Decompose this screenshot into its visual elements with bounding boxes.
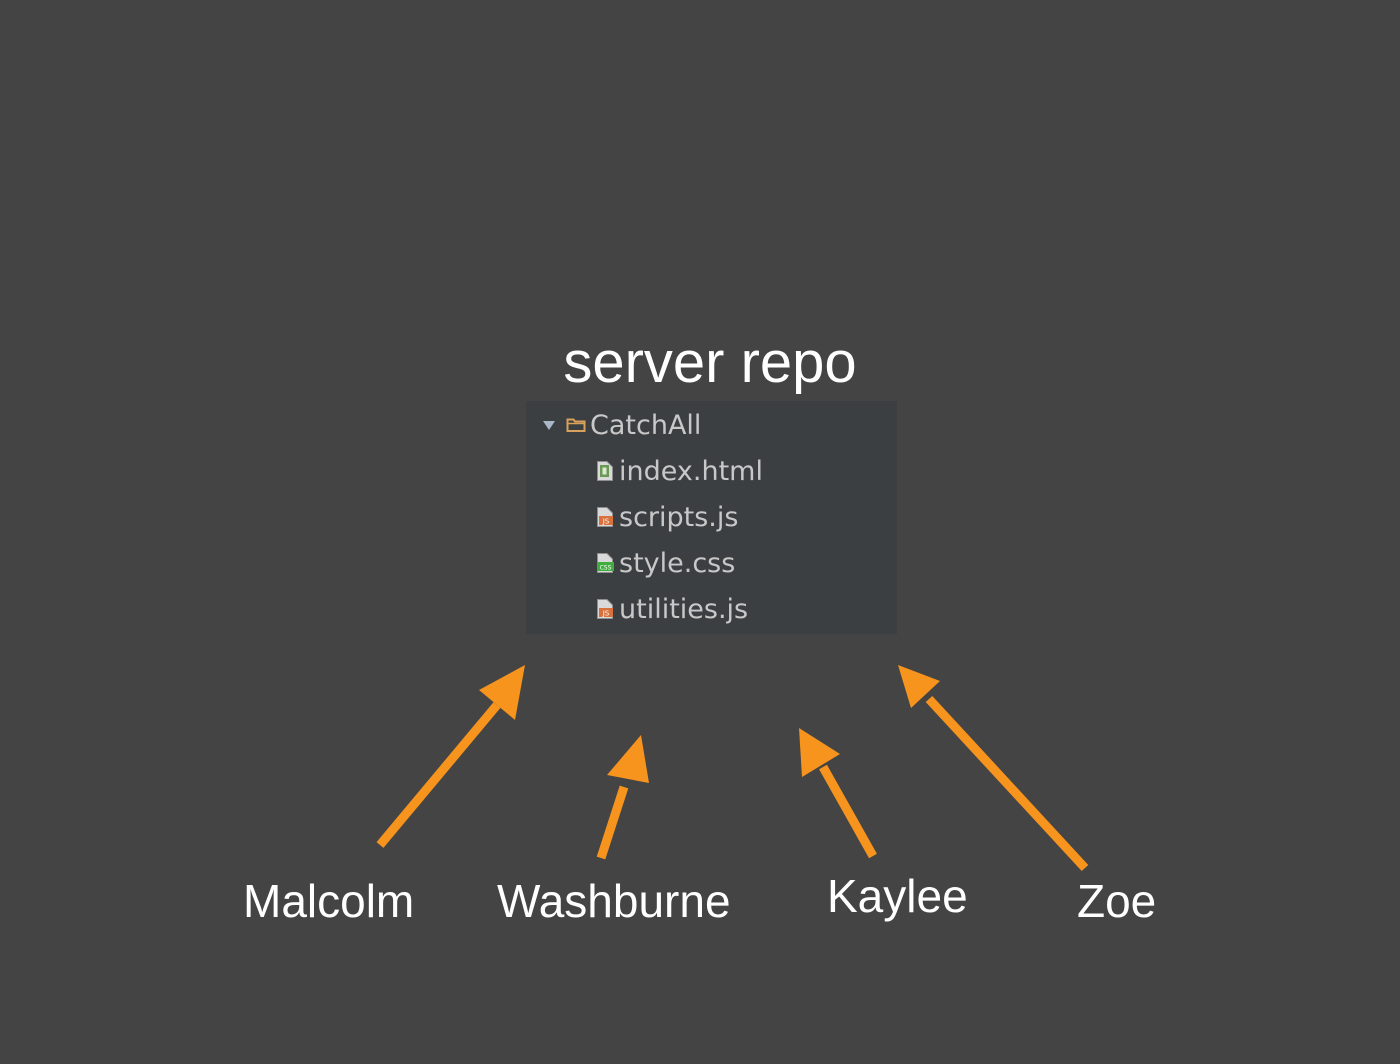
file-name: scripts.js (619, 501, 739, 533)
js-file-icon: JS (597, 599, 613, 619)
css-file-icon: CSS (597, 553, 614, 573)
project-tree-panel: CatchAll index.html JS scripts.js CSS (526, 401, 897, 634)
person-label-malcolm: Malcolm (243, 875, 415, 927)
tree-file-row[interactable]: index.html (596, 453, 763, 489)
arrow-zoe (898, 665, 1089, 872)
arrow-malcolm (376, 665, 525, 848)
arrow-kaylee (799, 728, 877, 859)
svg-text:JS: JS (602, 610, 610, 618)
arrow-washburne (596, 735, 649, 860)
svg-text:CSS: CSS (600, 565, 612, 572)
tree-file-row[interactable]: JS scripts.js (596, 499, 738, 535)
js-file-icon: JS (597, 507, 613, 527)
html-file-icon (597, 461, 613, 481)
person-label-zoe: Zoe (1077, 875, 1157, 927)
tree-file-row[interactable]: CSS style.css (596, 545, 735, 581)
svg-text:JS: JS (602, 518, 610, 526)
tree-folder-row[interactable]: CatchAll (542, 407, 701, 443)
folder-name: CatchAll (590, 409, 702, 441)
person-label-washburne: Washburne (497, 875, 731, 927)
person-label-kaylee: Kaylee (827, 870, 968, 922)
folder-icon (566, 418, 586, 432)
file-name: style.css (619, 547, 736, 579)
diagram-title: server repo (563, 330, 857, 395)
file-name: index.html (619, 455, 763, 487)
file-name: utilities.js (619, 593, 749, 625)
expand-triangle-icon[interactable] (542, 418, 556, 432)
tree-file-row[interactable]: JS utilities.js (596, 591, 748, 627)
